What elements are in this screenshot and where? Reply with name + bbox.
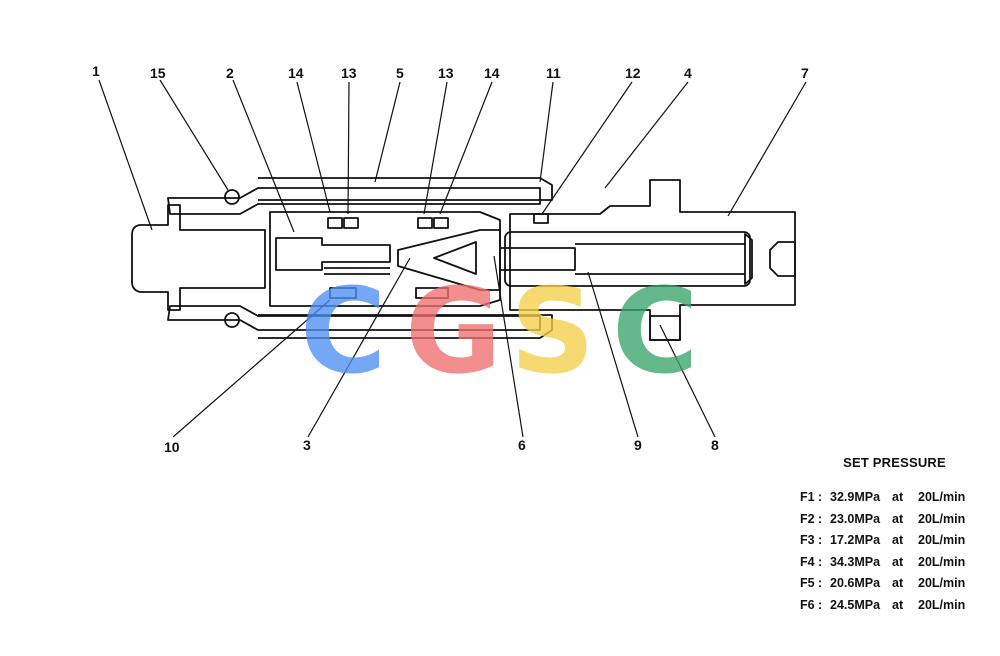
at-text: at xyxy=(892,576,904,590)
inner-bore xyxy=(269,211,501,307)
part-5-housing-lower xyxy=(258,314,553,339)
set-pressure-row: F2 : 23.0MPa at 20L/min xyxy=(800,512,995,534)
flow-value: 20L/min xyxy=(918,576,966,590)
callout-7: 7 xyxy=(801,65,809,81)
part-10-spring-lower xyxy=(324,267,390,275)
spring-end xyxy=(744,233,753,285)
pressure-value: 34.3MPa xyxy=(830,554,881,569)
port-label: F1 : xyxy=(800,490,823,504)
callout-1: 1 xyxy=(92,63,100,79)
spring-rod xyxy=(499,247,576,271)
at-text: at xyxy=(892,490,904,504)
callout-2: 2 xyxy=(226,65,234,81)
part-1-spool-end xyxy=(131,204,266,311)
port-label: F2 : xyxy=(800,511,823,526)
port-label: F6 : xyxy=(800,597,823,612)
seal-lower-left xyxy=(329,287,357,299)
part-12-seal xyxy=(533,213,549,224)
callout-14a: 14 xyxy=(288,65,304,81)
port-label: F4 : xyxy=(800,554,823,569)
flow-value: 20L/min xyxy=(918,554,966,569)
part-7-adjuster xyxy=(769,241,796,277)
part-2-piston xyxy=(275,237,391,271)
set-pressure-title: SET PRESSURE xyxy=(843,455,946,470)
part-13-seal-right xyxy=(417,217,433,229)
at-text: at xyxy=(892,597,904,612)
part-9-spring-guide xyxy=(504,231,751,287)
at-text: at xyxy=(892,533,904,547)
flow-value: 20L/min xyxy=(918,511,966,526)
callout-4: 4 xyxy=(684,65,692,81)
part-15-oring xyxy=(224,189,240,205)
left-fitting xyxy=(167,187,541,215)
port-label: F5 : xyxy=(800,576,823,590)
pressure-value: 20.6MPa xyxy=(830,576,881,590)
watermark-letter-g: G xyxy=(405,262,502,400)
pressure-value: 17.2MPa xyxy=(830,533,881,547)
pressure-value: 24.5MPa xyxy=(830,597,881,612)
port-label: F3 : xyxy=(800,533,823,547)
poppet-cone xyxy=(433,241,477,275)
set-pressure-row: F5 : 20.6MPa at 20L/min xyxy=(800,576,995,598)
callout-13b: 13 xyxy=(438,65,454,81)
set-pressure-row: F4 : 34.3MPa at 20L/min xyxy=(800,555,995,577)
watermark-letter-s: S xyxy=(510,262,595,400)
callout-9: 9 xyxy=(634,437,642,453)
callout-5: 5 xyxy=(396,65,404,81)
callout-11: 11 xyxy=(546,65,561,81)
part-14-seal-right xyxy=(433,217,449,229)
callout-3: 3 xyxy=(303,437,311,453)
flow-value: 20L/min xyxy=(918,533,966,547)
left-fitting-lower xyxy=(167,305,541,331)
part-5-housing xyxy=(258,177,553,201)
seal-lower-right xyxy=(415,287,449,299)
part-15-oring-lower xyxy=(224,312,240,328)
set-pressure-row: F1 : 32.9MPa at 20L/min xyxy=(800,490,995,512)
callout-12: 12 xyxy=(625,65,641,81)
callout-15: 15 xyxy=(150,65,166,81)
part-8-locknut xyxy=(649,315,681,341)
set-pressure-row: F3 : 17.2MPa at 20L/min xyxy=(800,533,995,555)
watermark-letter-c2: C xyxy=(612,262,699,400)
set-pressure-row: F6 : 24.5MPa at 20L/min xyxy=(800,598,995,620)
flow-value: 20L/min xyxy=(918,597,966,612)
callout-6: 6 xyxy=(518,437,526,453)
part-14-seal-left xyxy=(327,217,343,229)
watermark-letter-c1: C xyxy=(300,262,387,400)
spring-coil xyxy=(575,243,745,275)
pressure-value: 32.9MPa xyxy=(830,490,881,504)
callout-8: 8 xyxy=(711,437,719,453)
at-text: at xyxy=(892,511,904,526)
callout-13a: 13 xyxy=(341,65,357,81)
pressure-value: 23.0MPa xyxy=(830,511,881,526)
part-13-seal-left xyxy=(343,217,359,229)
callout-14b: 14 xyxy=(484,65,500,81)
callout-10: 10 xyxy=(164,439,180,455)
set-pressure-table: SET PRESSURE F1 : 32.9MPa at 20L/min F2 : 23… xyxy=(800,455,995,619)
at-text: at xyxy=(892,554,904,569)
flow-value: 20L/min xyxy=(918,490,966,504)
